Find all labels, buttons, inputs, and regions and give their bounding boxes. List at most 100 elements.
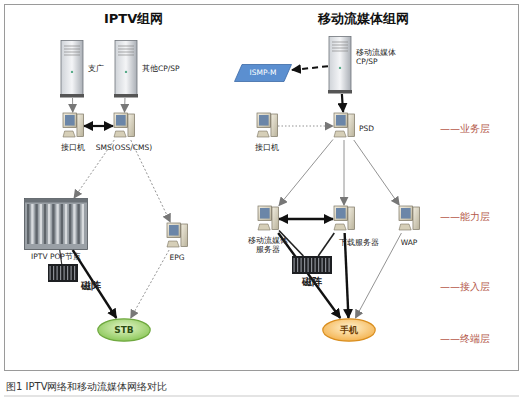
disk-slot [318, 258, 319, 272]
rack-top [25, 199, 88, 203]
keyboard [257, 131, 269, 137]
drive-bay [118, 55, 134, 56]
disk-slot [311, 258, 312, 272]
network-element: 接口机 [256, 112, 278, 140]
pc-icon [113, 112, 135, 140]
screen [116, 115, 126, 126]
screen [336, 115, 346, 126]
terminal-ellipse [323, 319, 375, 341]
disk-array [48, 264, 78, 282]
server-body [115, 41, 137, 95]
network-element: IPTV POP节点 [24, 198, 88, 250]
keyboard [334, 224, 346, 230]
node-label: 磁阵 [81, 280, 101, 292]
network-link [72, 98, 73, 112]
rack-blade [52, 204, 54, 244]
network-element: 手机 [322, 318, 376, 342]
monitor [334, 113, 348, 128]
platform-parallelogram [235, 65, 292, 82]
network-link [131, 250, 169, 318]
network-element: 移动流媒体 CP/SP [328, 36, 352, 94]
node-label: 其他CP/SP [142, 64, 180, 73]
disk-slot [64, 266, 65, 280]
node-label: SMS(OSS/CMS) [89, 143, 159, 152]
rack-blade [56, 204, 58, 244]
disk-array [292, 256, 332, 274]
pc-icon [256, 112, 278, 140]
server-icon [328, 36, 352, 94]
caption-rule [4, 396, 519, 397]
node-label: 接口机 [48, 143, 98, 152]
node-label: 下载服务器 [339, 238, 379, 247]
power-led [339, 67, 341, 69]
network-element: SMS(OSS/CMS) [113, 112, 135, 140]
terminal-ellipse [98, 319, 150, 341]
server-icon [60, 40, 84, 98]
network-link [131, 140, 171, 222]
screen [169, 225, 179, 236]
rack-blade [65, 204, 67, 244]
drive-bay [64, 52, 80, 53]
node-label: STB [97, 325, 151, 336]
server-body [329, 37, 351, 91]
network-link [279, 218, 333, 220]
pc-icon [398, 205, 420, 233]
node-label: 移动流媒体服务器 [247, 236, 289, 254]
disk-slot [74, 266, 75, 280]
pc-icon [257, 205, 279, 233]
disk-slot [294, 258, 295, 272]
tower [272, 207, 279, 229]
network-element: STB [97, 318, 151, 342]
screen [65, 115, 75, 126]
drive-bay [64, 46, 80, 47]
rack-blade [61, 204, 63, 244]
network-element: PSD [333, 112, 355, 140]
drive-bay [118, 49, 134, 50]
network-link [354, 140, 399, 205]
network-element: 移动流媒体服务器 [257, 205, 279, 233]
drive-bay [118, 46, 134, 47]
layer-label: ——业务层 [440, 122, 490, 136]
node-label: EPG [164, 253, 190, 262]
rack-blade [82, 204, 84, 244]
power-led [125, 71, 127, 73]
disk-slot [60, 266, 61, 280]
rack-blade [69, 204, 71, 244]
disk-slot [67, 266, 68, 280]
server-base [114, 94, 138, 98]
disk-slot [53, 266, 54, 280]
network-element: 其他CP/SP [114, 40, 138, 98]
disk-slot [301, 258, 302, 272]
node-label: ISMP-M [234, 68, 292, 77]
rack-blade [31, 204, 33, 244]
disk-slot [304, 258, 305, 272]
network-link [278, 126, 333, 127]
layer-label: ——接入层 [440, 280, 490, 294]
disk-slot [322, 258, 323, 272]
node-label: PSD [359, 124, 374, 133]
screen [260, 208, 270, 219]
pc-icon [166, 222, 188, 250]
drive-bay [64, 55, 80, 56]
tower [413, 207, 420, 229]
panel-title: IPTV组网 [104, 10, 163, 28]
pc-icon [62, 112, 84, 140]
node-label: IPTV POP节点 [16, 252, 96, 261]
monitor [63, 113, 77, 128]
screen [401, 208, 411, 219]
pc-icon [333, 205, 355, 233]
node-label: WAP [394, 238, 424, 247]
tower [271, 114, 278, 136]
layer-label: ——能力层 [440, 210, 490, 224]
rack-blade [48, 204, 50, 244]
disk-icon [48, 264, 78, 282]
keyboard [334, 131, 346, 137]
tower [128, 114, 135, 136]
rack-icon [24, 198, 88, 250]
network-link [278, 233, 340, 318]
tower [348, 207, 355, 229]
keyboard [399, 224, 411, 230]
server-base [328, 90, 352, 94]
server-base [60, 94, 84, 98]
